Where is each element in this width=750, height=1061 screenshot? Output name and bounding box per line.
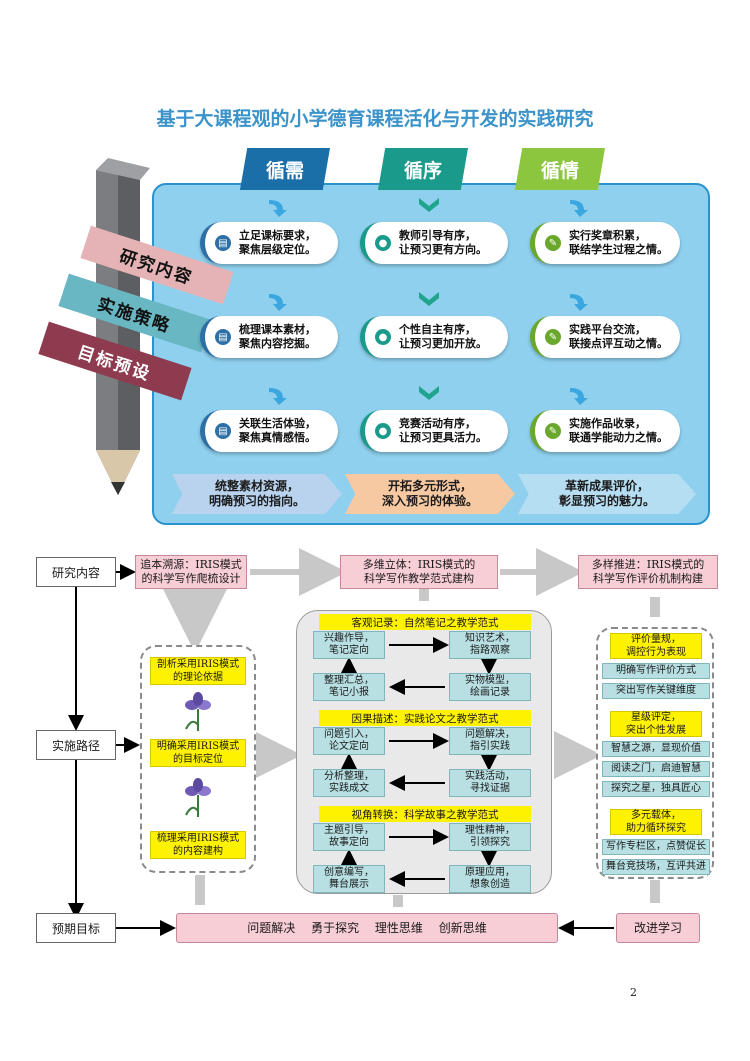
right-item: 舞台竞技场，互评共进 — [602, 859, 710, 875]
bulb-icon: ● — [375, 329, 391, 345]
page-number: 2 — [630, 986, 637, 999]
center-item: 知识艺术， 指路观察 — [449, 631, 531, 659]
curve-arrow-icon — [269, 388, 287, 405]
strategy-item: ✎实行奖章积累， 联结学生过程之情。 — [530, 222, 680, 264]
goal-ribbon: 革新成果评价， 彰显预习的魅力。 — [518, 474, 696, 514]
right-item: 阅读之门，启迪智慧 — [602, 761, 710, 777]
chevron-down-icon — [419, 386, 439, 400]
strategy-item: ▤关联生活体验， 聚焦真情感悟。 — [200, 410, 338, 452]
left-group: 剖析采用IRIS模式 的理论依据 明确采用IRIS模式 的目标定位 梳理采用IR… — [140, 645, 256, 873]
top-box-origin: 追本溯源：IRIS模式 的科学写作爬梳设计 — [135, 555, 247, 589]
chevron-down-icon — [419, 292, 439, 306]
chevron-down-icon — [419, 198, 439, 212]
label-research-content: 研究内容 — [36, 557, 116, 587]
bulb-icon: ● — [375, 235, 391, 251]
label-expected-goal: 预期目标 — [36, 913, 116, 943]
strategy-item: ●教师引导有序， 让预习更有方向。 — [360, 222, 508, 264]
header-xunxu: 循需 — [240, 148, 330, 190]
expected-goals-bar: 问题解决 勇于探究 理性思维 创新思维 — [176, 913, 558, 943]
right-item: 智慧之源，显现价值 — [602, 741, 710, 757]
center-item: 问题引入， 论文定向 — [313, 727, 385, 755]
center-header: 视角转换：科学故事之教学范式 — [319, 806, 531, 822]
pencil-icon: ✎ — [545, 329, 561, 345]
improve-learning-box: 改进学习 — [616, 913, 700, 943]
book-icon: ▤ — [215, 423, 231, 439]
center-item: 原理应用， 想象创造 — [449, 865, 531, 893]
pencil-icon: ✎ — [545, 423, 561, 439]
curve-arrow-icon — [269, 294, 287, 311]
right-header: 星级评定， 突出个性发展 — [610, 711, 702, 737]
iris-flower-icon — [185, 692, 211, 731]
center-item: 创意编写， 舞台展示 — [313, 865, 385, 893]
top-box-multidimensional: 多维立体：IRIS模式的 科学写作教学范式建构 — [340, 555, 498, 589]
bulb-icon: ● — [375, 423, 391, 439]
strategy-item: ✎实践平台交流， 联接点评互动之情。 — [530, 316, 680, 358]
book-icon: ▤ — [215, 235, 231, 251]
center-item: 整理汇总， 笔记小报 — [313, 673, 385, 701]
center-header: 因果描述：实践论文之教学范式 — [319, 710, 531, 726]
right-header: 评价量规， 调控行为表现 — [610, 633, 702, 659]
center-item: 实践活动， 寻找证据 — [449, 769, 531, 797]
right-item: 写作专栏区，点赞促长 — [602, 839, 710, 855]
strategy-item: ●个性自主有序， 让预习更加开放。 — [360, 316, 508, 358]
curve-arrow-icon — [269, 200, 287, 217]
center-item: 主题引导， 故事定向 — [313, 823, 385, 851]
page-title: 基于大课程观的小学德育课程活化与开发的实践研究 — [156, 108, 594, 130]
center-item: 理性精神， 引领探究 — [449, 823, 531, 851]
left-item: 梳理采用IRIS模式 的内容建构 — [150, 831, 246, 859]
header-xunqing: 循情 — [515, 148, 605, 190]
center-item: 分析整理， 实践成文 — [313, 769, 385, 797]
right-group: 评价量规， 调控行为表现 明确写作评价方式 突出写作关键维度 星级评定， 突出个… — [596, 627, 714, 879]
curve-arrow-icon — [570, 294, 588, 311]
book-icon: ▤ — [215, 329, 231, 345]
strategy-item: ▤立足课标要求， 聚焦层级定位。 — [200, 222, 338, 264]
flow-connectors — [68, 548, 660, 936]
curve-arrow-icon — [570, 200, 588, 217]
goal-ribbon: 统整素材资源， 明确预习的指向。 — [172, 474, 342, 514]
right-item: 明确写作评价方式 — [602, 663, 710, 679]
flowchart: 研究内容 实施路径 预期目标 追本溯源：IRIS模式 的科学写作爬梳设计 多维立… — [0, 545, 750, 965]
center-connectors — [341, 637, 497, 887]
header-xunxu2: 循序 — [378, 148, 468, 190]
label-implementation-path: 实施路径 — [36, 730, 116, 760]
center-header: 客观记录：自然笔记之教学范式 — [319, 614, 531, 630]
center-item: 兴趣作导， 笔记定向 — [313, 631, 385, 659]
strategy-item: ▤梳理课本素材， 聚焦内容挖掘。 — [200, 316, 338, 358]
goal-ribbon: 开拓多元形式， 深入预习的体验。 — [345, 474, 515, 514]
top-box-diverse: 多样推进：IRIS模式的 科学写作评价机制构建 — [578, 555, 718, 589]
right-item: 探究之星，独具匠心 — [602, 781, 710, 797]
center-item: 实物模型， 绘画记录 — [449, 673, 531, 701]
pencil-icon: ✎ — [545, 235, 561, 251]
iris-flower-icon — [185, 778, 211, 817]
center-item: 问题解决， 指引实践 — [449, 727, 531, 755]
right-item: 突出写作关键维度 — [602, 683, 710, 699]
left-item: 明确采用IRIS模式 的目标定位 — [150, 739, 246, 767]
center-group: 客观记录：自然笔记之教学范式 兴趣作导， 笔记定向 知识艺术， 指路观察 整理汇… — [296, 610, 552, 894]
curve-arrow-icon — [570, 388, 588, 405]
strategy-item: ✎实施作品收录， 联通学能动力之情。 — [530, 410, 680, 452]
strategy-item: ●竞赛活动有序， 让预习更具活力。 — [360, 410, 508, 452]
left-item: 剖析采用IRIS模式 的理论依据 — [150, 657, 246, 685]
right-header: 多元载体， 助力循环探究 — [610, 809, 702, 835]
